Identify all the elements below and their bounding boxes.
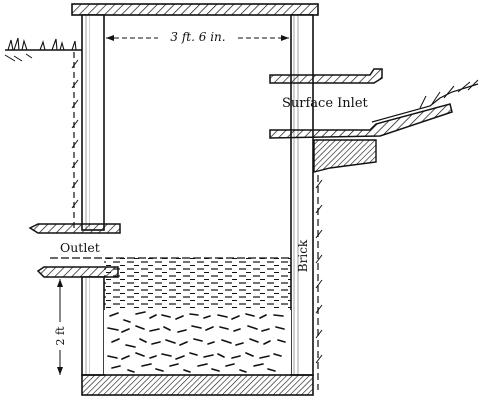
depth-dimension-label: 2 ft [54,326,67,346]
surface-inlet-label: Surface Inlet [282,96,369,111]
width-dimension-label: 3 ft. 6 in. [170,30,225,44]
outlet-slab [28,223,121,234]
earth-left [71,52,79,230]
width-dimension: 3 ft. 6 in. [106,30,289,44]
earth-right [315,175,323,390]
upper-inlet-slab [269,68,383,84]
brick-label: Brick [296,239,310,272]
lower-inlet-slab [269,103,453,139]
water-region [104,258,291,310]
inlet-brick-base [313,139,377,173]
outlet-label: Outlet [60,240,100,255]
depth-dimension: 2 ft [54,279,67,375]
sediment-region [104,310,291,374]
ground-left [4,37,82,62]
base-slab [81,374,314,396]
cover-slab [71,3,319,16]
